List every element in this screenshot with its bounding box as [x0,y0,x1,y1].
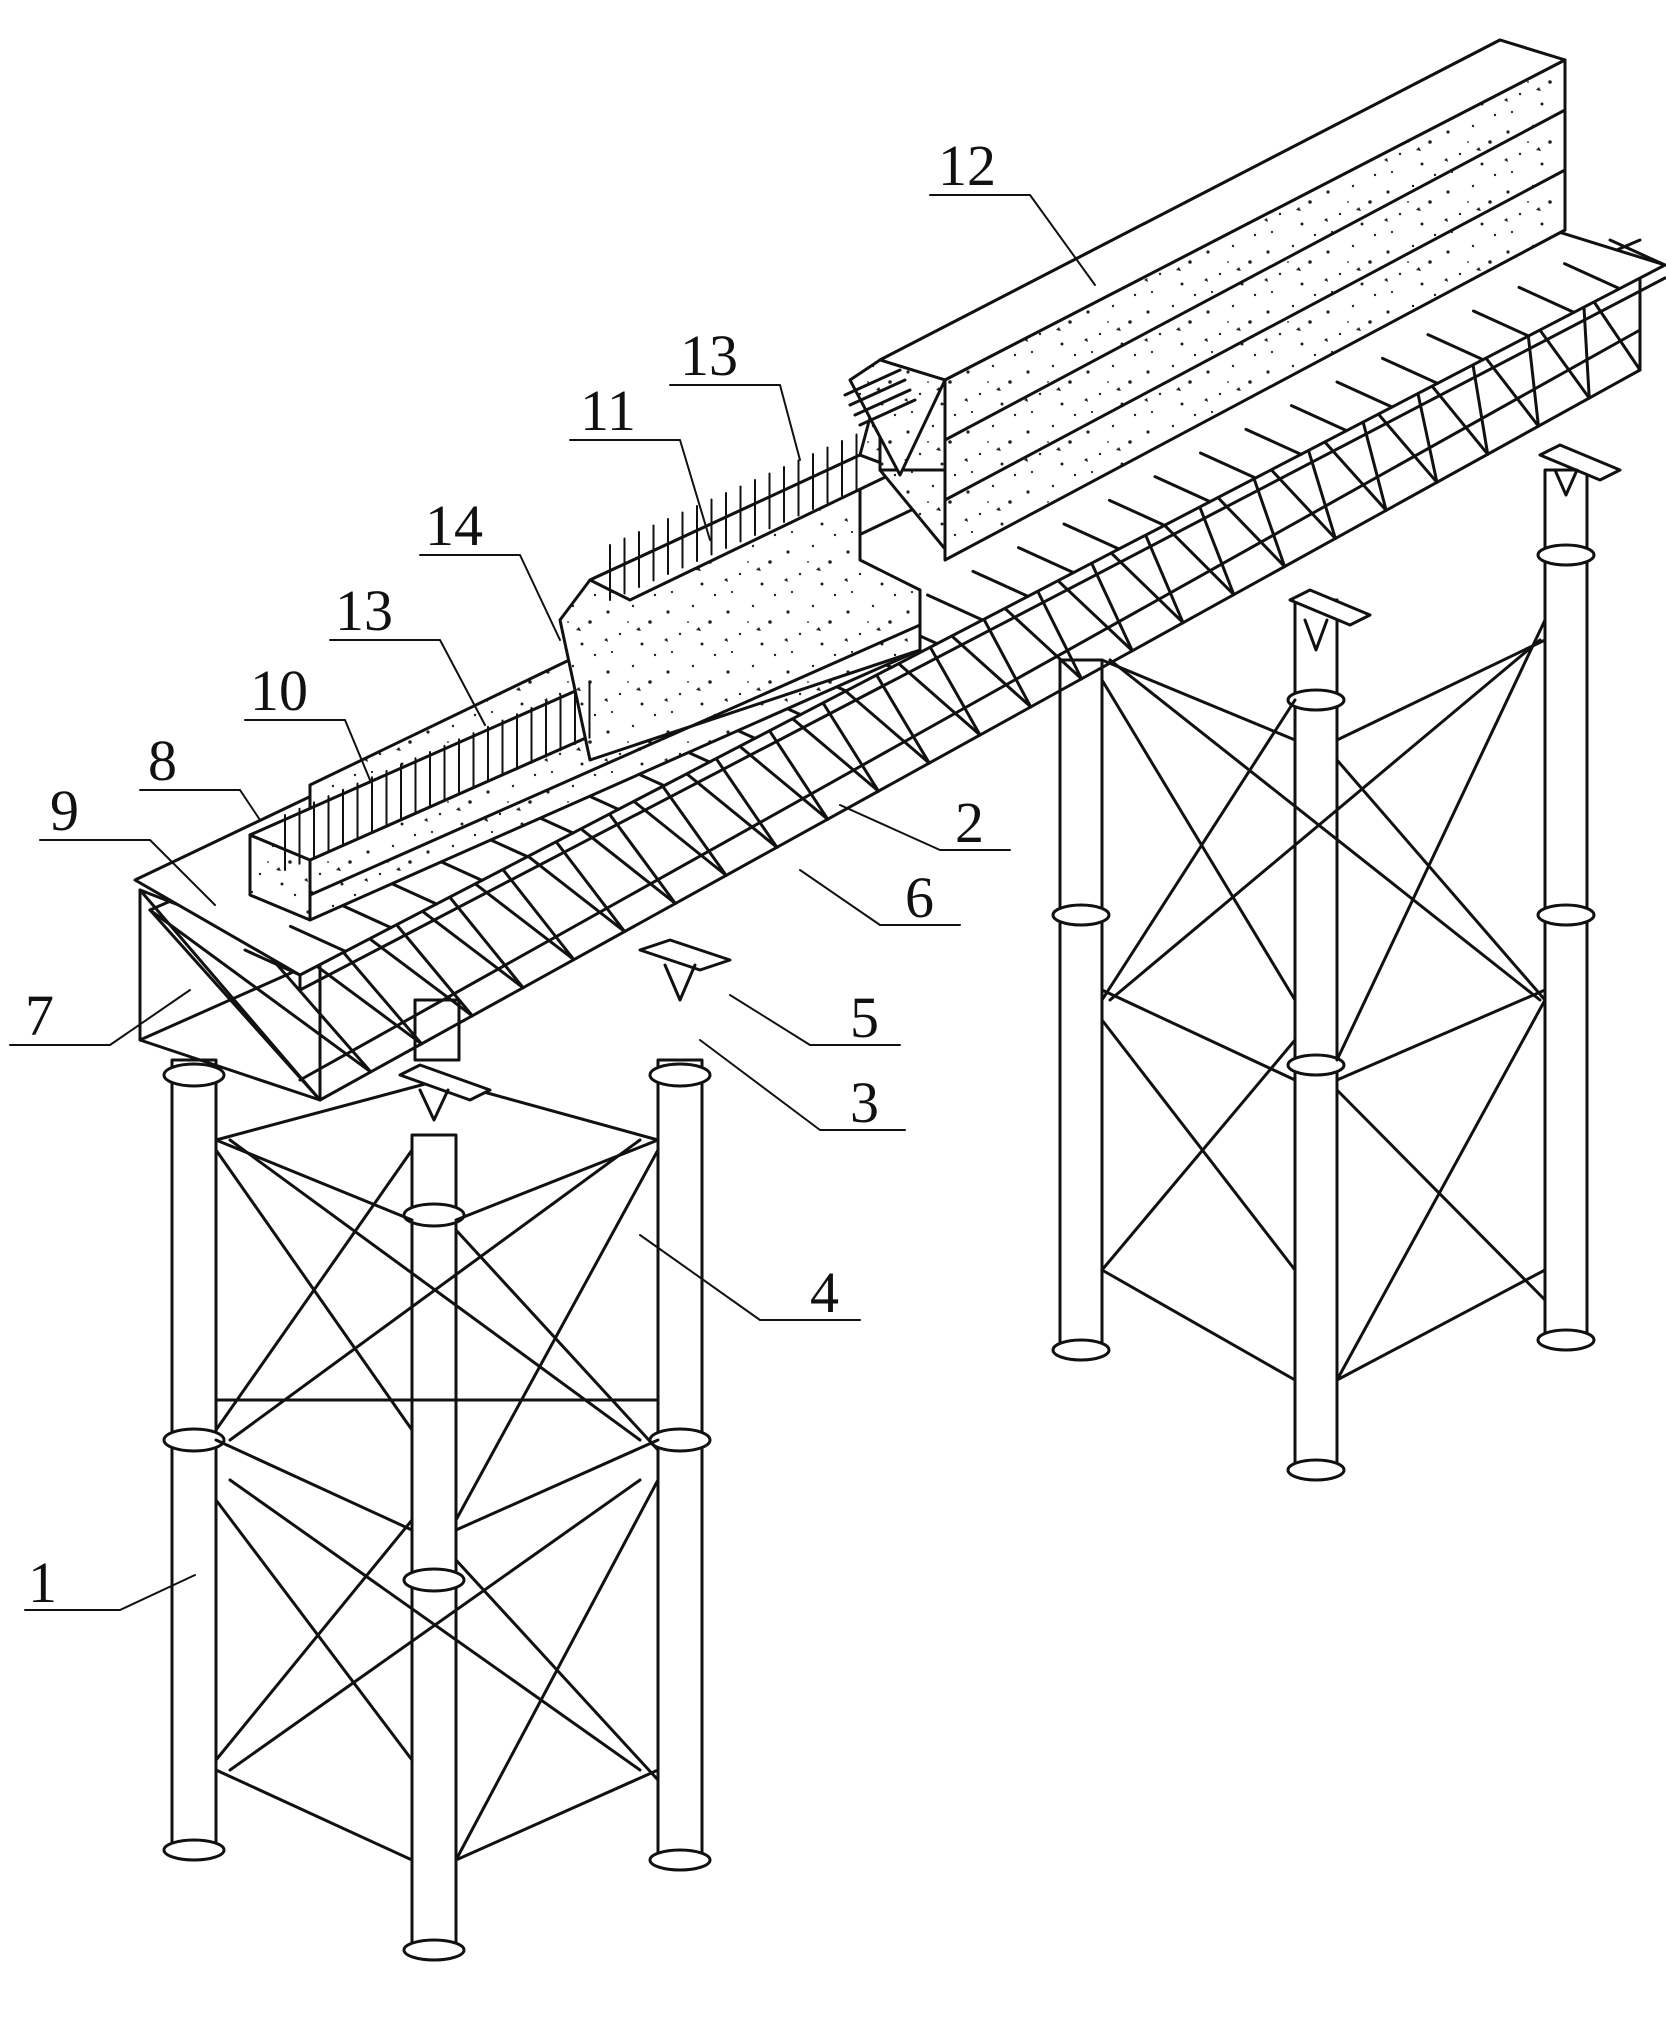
callout-10: 10 [250,658,308,723]
right-pier-tower [1051,468,1596,1482]
deck-cross-beam [1108,498,1166,527]
deck-cross-beam [1153,475,1212,504]
deck-cross-beam [1472,309,1530,338]
callout-7: 7 [25,983,54,1048]
callout-2: 2 [955,790,984,855]
deck-cross-beam [243,948,302,977]
deck-cross-beam [1563,262,1621,291]
concrete-box-girder [248,38,1567,922]
callout-13-upper: 13 [680,323,738,388]
left-pier-tower [162,998,712,1962]
leader-lines [9,194,1096,1611]
deck-cross-beam [1199,451,1257,480]
callout-8: 8 [148,728,177,793]
deck-cross-beam [1335,380,1394,409]
deck-cross-beam [971,569,1030,598]
deck-cross-beam [289,924,347,953]
callout-11: 11 [580,378,636,443]
truss-post [148,908,322,1102]
deck-cross-beam [926,593,984,622]
deck-cross-beam [1608,238,1666,267]
callout-3: 3 [850,1070,879,1135]
truss-diagonal [148,908,373,1074]
rebar-stubs [284,433,858,871]
callout-6: 6 [905,865,934,930]
callout-14: 14 [425,493,483,558]
deck-cross-beam [1426,333,1485,362]
callout-13-lower: 13 [335,578,393,643]
callout-labels: 1 2 3 4 5 6 7 8 9 10 11 12 13 13 14 [25,133,996,1615]
pier-cap-beams [398,443,1622,1122]
callout-5: 5 [850,985,879,1050]
deck-cross-beam [1062,522,1121,551]
callout-4: 4 [810,1260,839,1325]
callout-9: 9 [50,778,79,843]
deck-cross-beam [1517,285,1576,314]
deck-cross-beam [1244,427,1303,456]
deck-cross-beam [1381,356,1439,385]
callout-1: 1 [28,1550,57,1615]
deck-cross-beam [1290,404,1348,433]
callout-12: 12 [938,133,996,198]
deck-cross-beam [1017,546,1075,575]
deck-cross-beam [334,901,393,930]
